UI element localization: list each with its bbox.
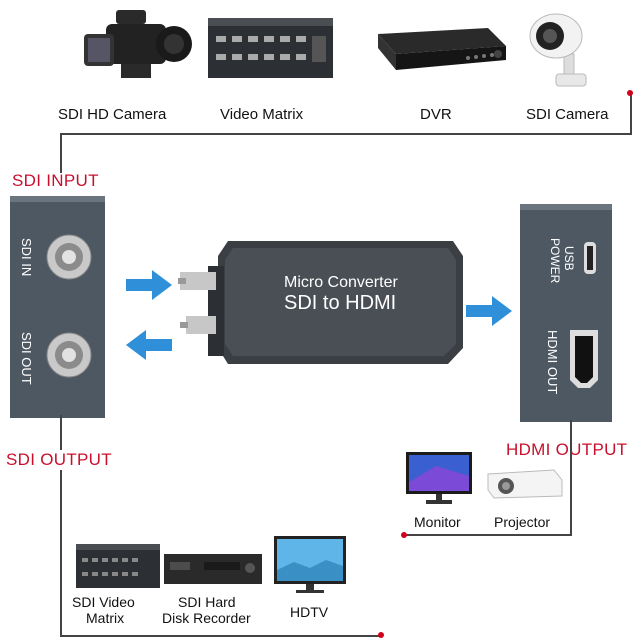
tv-icon	[274, 536, 346, 593]
sdi-input-title: SDI INPUT	[12, 171, 99, 190]
recorder-icon	[164, 554, 262, 584]
hdmi-port-label: HDMI OUT	[545, 330, 560, 395]
video-camera-icon	[84, 10, 192, 78]
security-camera-icon	[529, 13, 587, 87]
top-device-label-video-matrix: Video Matrix	[220, 106, 304, 123]
top-device-label-dvr: DVR	[420, 106, 452, 123]
hdmi-device-label-monitor: Monitor	[414, 514, 461, 530]
top-device-label-sdi-hd-camera: SDI HD Camera	[58, 106, 167, 123]
sdi-out-device-recorder-line1: SDI Hard	[178, 594, 236, 610]
hdmi-device-label-projector: Projector	[494, 514, 551, 530]
converter-box	[178, 241, 463, 364]
top-device-label-sdi-camera: SDI Camera	[526, 106, 609, 123]
dvr-icon	[378, 28, 506, 70]
hdmi-output-title: HDMI OUTPUT	[506, 440, 628, 459]
sdi-output-title: SDI OUTPUT	[4, 450, 114, 470]
usb-label-1: USB	[562, 246, 576, 271]
sdi-in-port-label: SDI IN	[19, 238, 34, 277]
sdi-panel	[10, 196, 105, 418]
sdi-out-device-matrix-line2: Matrix	[86, 610, 125, 626]
top-connector-line	[60, 133, 632, 135]
bottom-connector-line	[60, 635, 382, 637]
connector-dot	[627, 90, 633, 96]
arrow-left-icon	[126, 330, 172, 360]
video-matrix-icon	[208, 18, 333, 78]
bnc-connector-in-icon	[46, 234, 92, 280]
hdmi-output-line-bottom	[404, 534, 572, 536]
top-connector-line-down	[60, 133, 62, 173]
projector-icon	[487, 469, 563, 499]
bnc-connector-out-icon	[46, 332, 92, 378]
hdmi-port-icon	[570, 330, 598, 388]
sdi-out-device-recorder-line2: Disk Recorder	[162, 610, 251, 626]
connector-dot	[401, 532, 407, 538]
sdi-output-line	[60, 415, 62, 637]
monitor-icon	[406, 452, 472, 504]
hdmi-panel	[520, 204, 612, 422]
usb-label-2: POWER	[548, 238, 562, 284]
converter-title-line1: Micro Converter	[284, 274, 398, 291]
converter-title-line2: SDI to HDMI	[284, 292, 397, 314]
sdi-out-device-hdtv: HDTV	[290, 604, 329, 620]
arrow-right-icon	[126, 270, 172, 300]
arrow-right-hdmi-icon	[466, 296, 512, 326]
usb-port-icon	[584, 242, 596, 274]
video-matrix-icon	[76, 544, 160, 588]
sdi-out-device-matrix-line1: SDI Video	[72, 594, 135, 610]
hdmi-output-line	[570, 420, 572, 536]
top-connector-line-right	[630, 93, 632, 135]
connector-dot	[378, 632, 384, 638]
sdi-out-port-label: SDI OUT	[19, 332, 34, 385]
